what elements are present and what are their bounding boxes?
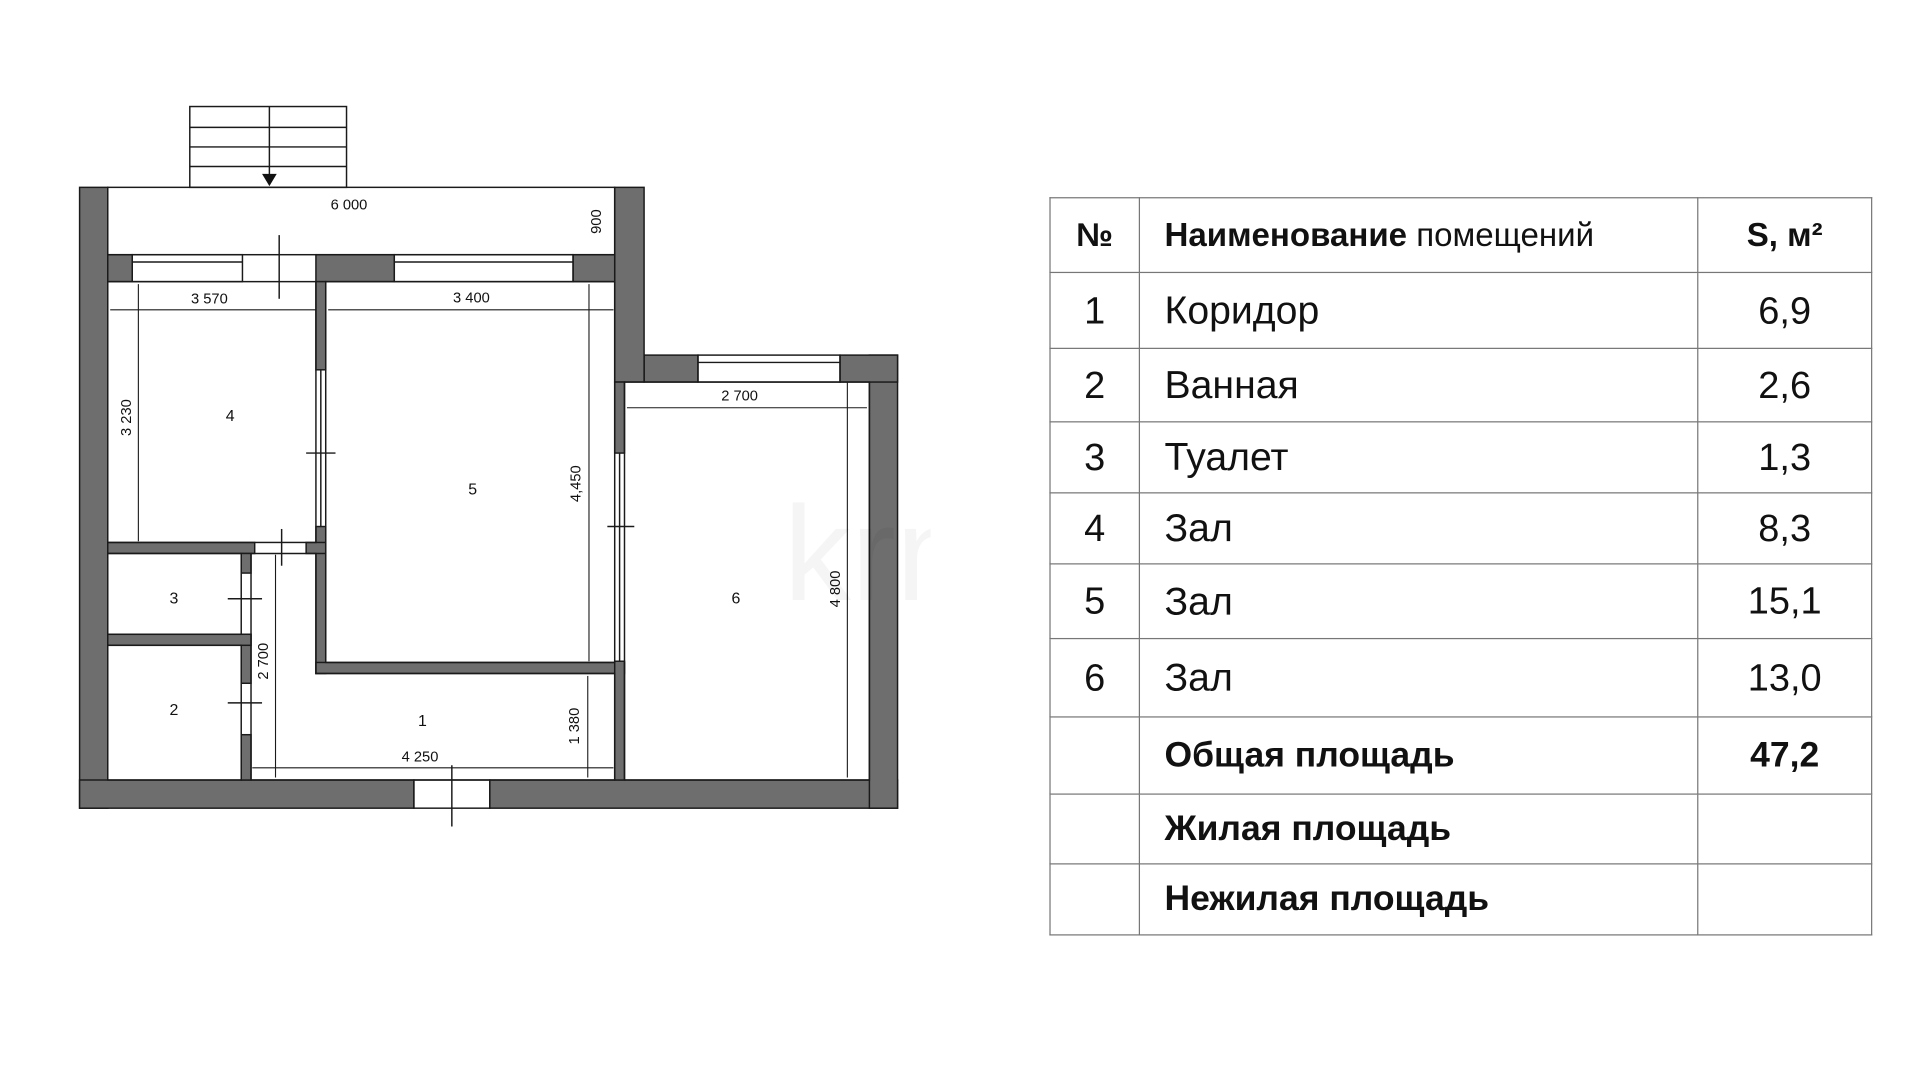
empty-cell	[1049, 863, 1141, 936]
windows-and-doors	[107, 186, 871, 827]
row-name: Ванная	[1138, 347, 1699, 423]
dim-room5-width: 3 400	[453, 290, 490, 306]
row-name: Зал	[1138, 492, 1699, 565]
walls	[78, 186, 899, 809]
empty-cell	[1049, 716, 1141, 795]
dim-corridor-depth: 1 380	[567, 708, 583, 745]
row-name: Зал	[1138, 563, 1699, 640]
room-label-2: 2	[169, 702, 178, 719]
empty-cell	[1049, 793, 1141, 865]
row-number: 1	[1049, 271, 1141, 349]
living-area	[1697, 793, 1873, 865]
room-label-3: 3	[169, 591, 178, 608]
row-area: 2,6	[1697, 347, 1873, 423]
row-area: 15,1	[1697, 563, 1873, 640]
total-label: Общая площадь	[1138, 716, 1699, 795]
header-name-light: помещений	[1416, 216, 1595, 253]
dim-room6-depth: 4 800	[828, 571, 844, 608]
header-number: №	[1049, 197, 1141, 274]
row-number: 2	[1049, 347, 1141, 423]
dim-corridor-width: 4 250	[402, 750, 439, 766]
dim-room4-depth: 3 230	[119, 399, 135, 436]
row-number: 3	[1049, 421, 1141, 494]
living-label: Жилая площадь	[1138, 793, 1699, 865]
table-header: № Наименование помещений S, м²	[1049, 197, 1873, 274]
dimension-lines	[110, 284, 867, 778]
row-area: 8,3	[1697, 492, 1873, 565]
row-area: 6,9	[1697, 271, 1873, 349]
dim-balcony-depth: 900	[589, 209, 605, 234]
row-name: Туалет	[1138, 421, 1699, 494]
dim-room6-width: 2 700	[721, 388, 758, 404]
dim-corridor-length: 2 700	[256, 643, 272, 680]
dim-balcony-width: 6 000	[331, 197, 368, 213]
total-area: 47,2	[1697, 716, 1873, 795]
dim-room5-depth: 4,450	[568, 465, 584, 502]
floor-plan: 6 000 900 3 570 3 230 3 400 4,450 2 700 …	[78, 105, 931, 827]
header-name: Наименование помещений	[1138, 197, 1699, 274]
room-label-5: 5	[468, 482, 477, 499]
nonliving-area	[1697, 863, 1873, 936]
entry-arrow-icon	[262, 173, 277, 187]
header-area: S, м²	[1697, 197, 1873, 274]
row-name: Зал	[1138, 637, 1699, 718]
row-number: 6	[1049, 637, 1141, 718]
header-name-bold: Наименование	[1164, 216, 1408, 253]
row-area: 13,0	[1697, 637, 1873, 718]
living-row: Жилая площадь	[1049, 793, 1873, 865]
dim-room4-width: 3 570	[191, 292, 228, 308]
room-label-4: 4	[226, 408, 235, 425]
room-label-6: 6	[731, 591, 740, 608]
row-number: 4	[1049, 492, 1141, 565]
row-area: 1,3	[1697, 421, 1873, 494]
row-number: 5	[1049, 563, 1141, 640]
row-name: Коридор	[1138, 271, 1699, 349]
nonliving-label: Нежилая площадь	[1138, 863, 1699, 936]
nonliving-row: Нежилая площадь	[1049, 863, 1873, 936]
room-label-1: 1	[418, 713, 427, 730]
watermark: krn.kz	[784, 478, 931, 629]
